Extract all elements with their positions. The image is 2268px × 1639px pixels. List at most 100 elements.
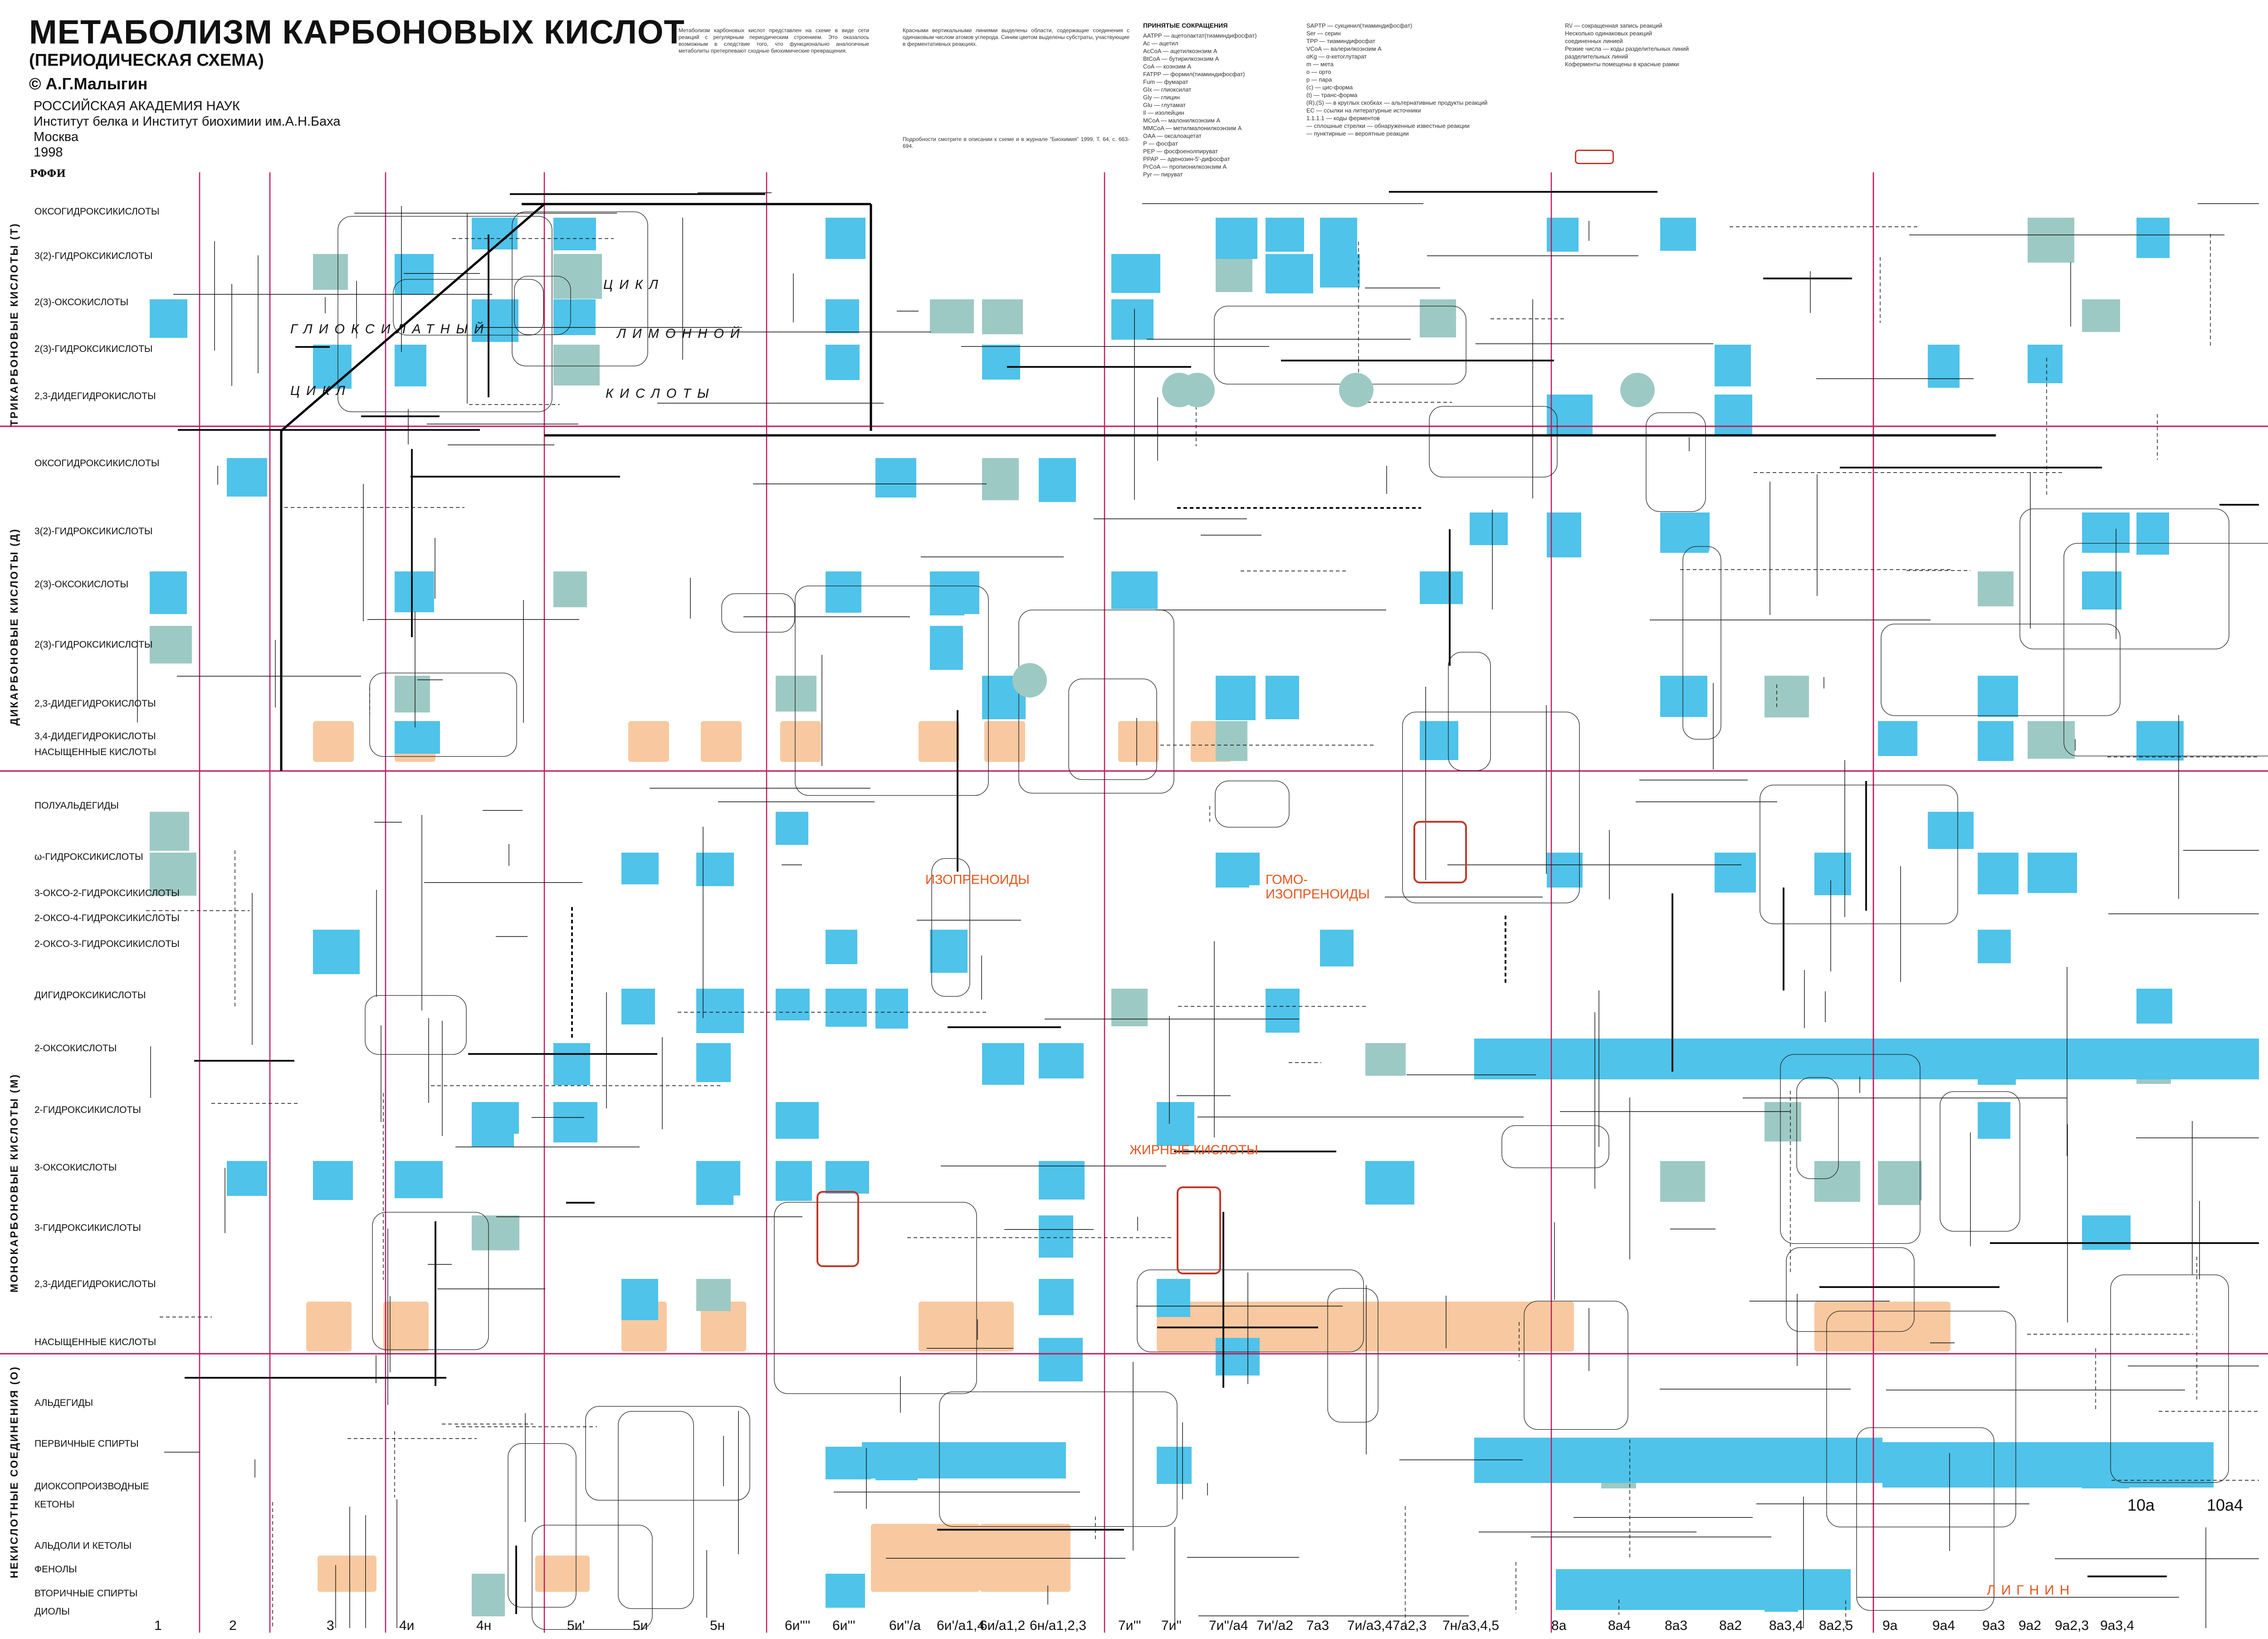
substrate-box — [1978, 721, 2014, 761]
substrate-box — [1216, 853, 1260, 885]
substrate-box — [2136, 512, 2169, 555]
substrate-box — [1320, 218, 1357, 254]
substrate-box — [472, 1574, 505, 1616]
substrate-box — [1660, 512, 1710, 551]
substrate-box — [150, 571, 187, 614]
substrate-box — [2082, 571, 2121, 610]
coenzyme-frame-lipoate — [1177, 1186, 1221, 1274]
column-label: 2 — [229, 1618, 237, 1633]
substrate-box — [875, 989, 908, 1029]
column-label: 6и'''' — [785, 1618, 811, 1633]
substrate-box — [696, 989, 744, 1033]
reaction-loop — [1448, 652, 1491, 771]
row-label: ДИГИДРОКСИКИСЛОТЫ — [34, 990, 146, 1000]
row-label: 2,3-ДИДЕГИДРОКИСЛОТЫ — [34, 1279, 156, 1289]
row-label: 2-ГИДРОКСИКИСЛОТЫ — [34, 1105, 141, 1115]
substrate-box — [1928, 812, 1974, 849]
saturated-acid-band — [383, 1302, 429, 1351]
column-label-10a4: 10а4 — [2207, 1496, 2244, 1514]
substrate-box — [395, 676, 430, 712]
reaction-loop — [939, 1391, 1178, 1527]
reaction-loop — [1215, 780, 1290, 828]
row-label: ДИОЛЫ — [34, 1606, 70, 1617]
substrate-box — [1216, 721, 1247, 761]
saturated-acid-band — [1814, 1302, 1950, 1351]
column-label: 8а3 — [1665, 1618, 1688, 1633]
column-label: 6и''/а — [889, 1618, 921, 1633]
column-label: 3 — [327, 1618, 334, 1633]
aromatic-substrate-band — [1556, 1569, 1851, 1610]
substrate-box — [553, 254, 602, 299]
substrate-box — [826, 989, 867, 1027]
substrate-box — [1039, 458, 1076, 502]
row-label: 2-ОКСОКИСЛОТЫ — [34, 1043, 117, 1054]
substrate-box — [2028, 218, 2074, 263]
substrate-box — [1547, 218, 1579, 252]
substrate-box — [826, 299, 859, 333]
saturated-acid-band — [306, 1302, 352, 1351]
aromatic-substrate-band — [1882, 1442, 2214, 1488]
cycle-label-glyoxylate-cycle: ЦИКЛ — [290, 384, 352, 398]
column-label: 9а3 — [1982, 1618, 2005, 1633]
region-label-homoisoprenoids: ИЗОПРЕНОИДЫ — [1266, 887, 1370, 902]
substrate-box — [1547, 512, 1581, 557]
substrate-box — [621, 853, 659, 884]
saturated-acid-band — [980, 1524, 1070, 1592]
reaction-loop — [532, 1525, 653, 1630]
legend-abbreviations-1: ААТРР — ацетолактат(тиаминдифосфат) Ac —… — [1143, 32, 1257, 178]
column-label: 9а2 — [2019, 1618, 2042, 1633]
main-cycle-path — [280, 203, 545, 432]
reaction-loop — [372, 1212, 489, 1350]
substrate-box — [1878, 721, 1917, 756]
substrate-box — [553, 218, 596, 250]
substrate-box — [1715, 345, 1751, 386]
affiliation-institute: Институт белка и Институт биохимии им.А.… — [34, 114, 341, 129]
saturated-acid-band — [318, 1556, 376, 1592]
row-label: ПОЛУАЛЬДЕГИДЫ — [34, 800, 119, 811]
saturated-acid-band — [919, 1302, 1014, 1351]
substrate-box — [930, 930, 968, 973]
substrate-box — [395, 571, 434, 612]
substrate-box — [1111, 571, 1158, 609]
reaction-loop — [369, 673, 517, 757]
cyclic-compound-circle — [1339, 373, 1374, 407]
substrate-box — [553, 1043, 590, 1085]
reaction-loop — [337, 216, 552, 412]
region-label-fatty-acids: ЖИРНЫЕ КИСЛОТЫ — [1129, 1143, 1258, 1157]
reaction-loop — [1068, 678, 1157, 780]
aromatic-substrate-band — [1474, 1438, 1882, 1483]
substrate-box — [395, 1161, 443, 1198]
reaction-loop — [514, 276, 571, 335]
substrate-box — [1039, 1215, 1073, 1258]
substrate-box — [2028, 345, 2063, 383]
substrate-box — [1978, 676, 2018, 717]
substrate-box — [776, 1161, 812, 1201]
row-label: КЕТОНЫ — [34, 1499, 75, 1510]
substrate-box — [1765, 1102, 1801, 1141]
reaction-loop — [1826, 1311, 2016, 1527]
substrate-box — [1365, 1043, 1406, 1076]
substrate-box — [982, 458, 1019, 500]
substrate-box — [1878, 1161, 1922, 1200]
substrate-box — [875, 458, 916, 498]
aromatic-substrate-band — [1474, 1039, 2259, 1079]
row-label: 2-ОКСО-4-ГИДРОКСИКИСЛОТЫ — [34, 913, 180, 923]
column-label: 5н — [710, 1618, 725, 1633]
substrate-box — [313, 345, 352, 389]
legend-abbreviations-2: SAPTP — сукцинил(тиаминдифосфат) Ser — с… — [1306, 22, 1488, 137]
reaction-loop — [1881, 624, 2121, 716]
reaction-loop — [774, 1202, 977, 1394]
coenzyme-legend-frame — [1575, 150, 1614, 164]
row-label: 3-ОКСОКИСЛОТЫ — [34, 1162, 117, 1173]
column-label: 8а3,4 — [1769, 1618, 1804, 1633]
year: 1998 — [34, 145, 63, 160]
substrate-box — [553, 299, 596, 335]
substrate-box — [1978, 571, 2014, 606]
column-label: 8а2 — [1719, 1618, 1742, 1633]
substrate-box — [472, 1215, 519, 1250]
cyclic-compound-circle — [1180, 373, 1215, 407]
column-label: 6и'/а1,4 — [937, 1618, 985, 1633]
substrate-box — [1547, 395, 1593, 436]
substrate-box — [2082, 1215, 2131, 1250]
